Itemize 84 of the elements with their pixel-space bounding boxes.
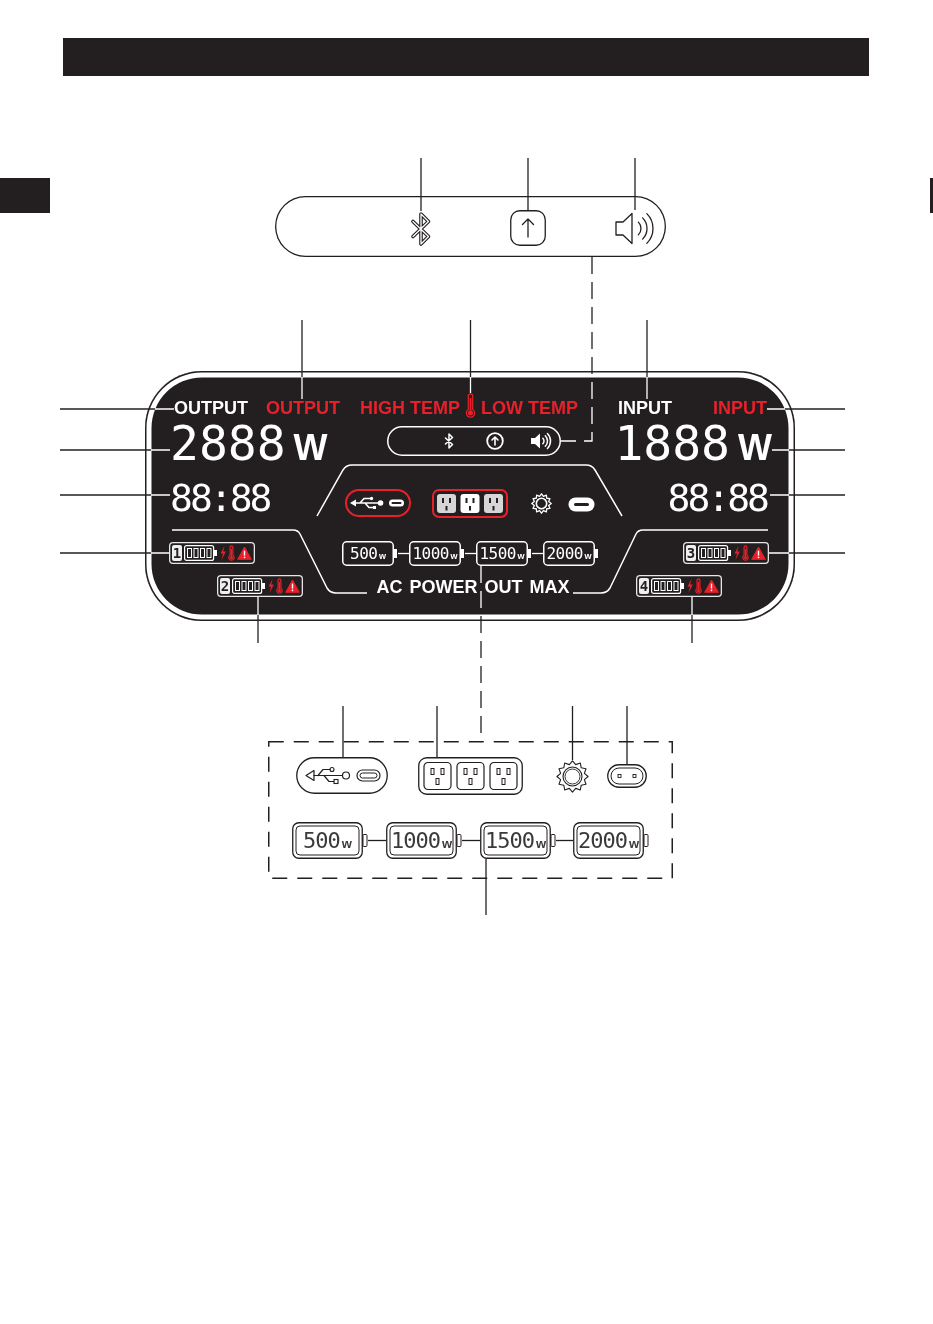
power-level-battery xyxy=(292,822,368,859)
power-level-battery xyxy=(480,822,556,859)
power-unit: w xyxy=(341,836,352,850)
output-label: OUTPUT xyxy=(266,399,340,417)
detail-box xyxy=(268,741,673,879)
connector-line xyxy=(464,552,477,555)
time-digits: 88:88 xyxy=(170,479,273,517)
leader-line xyxy=(626,705,628,765)
input-label: INPUT xyxy=(618,399,672,417)
power-unit: w xyxy=(441,836,453,850)
usb-ports-icon xyxy=(296,757,388,794)
power-value: 1500 xyxy=(479,545,517,562)
power-unit: w xyxy=(628,836,640,850)
leader-line xyxy=(420,157,422,212)
status-icon-bar xyxy=(387,426,561,456)
leader-line xyxy=(301,319,303,400)
power-unit: w xyxy=(378,551,386,561)
leader-line xyxy=(769,494,846,496)
indicator-number: 4 xyxy=(639,578,649,594)
connector-line xyxy=(367,839,387,842)
lcd-display xyxy=(145,371,795,621)
power-value: 1000 xyxy=(412,545,450,562)
watt-digits: 1888 xyxy=(614,419,730,467)
high-temp-label: HIGH TEMP xyxy=(360,399,460,417)
power-level-battery xyxy=(342,541,398,566)
power-value: 500 xyxy=(303,829,341,852)
leader-line xyxy=(59,449,171,451)
power-unit: w xyxy=(535,836,547,850)
low-temp-label: LOW TEMP xyxy=(481,399,578,417)
power-level-battery xyxy=(543,541,599,566)
ac-outlets-icon xyxy=(418,757,523,795)
battery-indicator xyxy=(683,542,769,564)
port-icon xyxy=(607,764,647,788)
indicator-number: 2 xyxy=(220,578,230,594)
leader-line xyxy=(771,449,846,451)
power-unit: w xyxy=(450,551,458,561)
leader-line xyxy=(59,408,175,410)
leader-line xyxy=(59,552,170,554)
power-value: 1500 xyxy=(484,829,535,852)
leader-line xyxy=(691,596,693,644)
leader-line xyxy=(469,319,472,394)
power-level-battery xyxy=(409,541,465,566)
time-digits: 88:88 xyxy=(667,479,770,517)
battery-indicator xyxy=(636,575,722,597)
leader-line xyxy=(571,705,574,761)
connector-line xyxy=(461,839,481,842)
power-value: 2000 xyxy=(577,829,628,852)
leader-line xyxy=(634,157,636,211)
power-unit: w xyxy=(517,551,525,561)
leader-line xyxy=(485,858,487,916)
leader-line xyxy=(768,552,846,554)
power-level-battery xyxy=(573,822,649,859)
dashed-connector-line xyxy=(560,256,593,442)
thermometer-icon xyxy=(465,393,476,418)
leader-line xyxy=(527,157,529,211)
power-unit: w xyxy=(584,551,592,561)
leader-line xyxy=(257,596,259,644)
indicator-number: 3 xyxy=(686,545,696,561)
sun-icon xyxy=(556,760,589,793)
connector-line xyxy=(397,552,410,555)
leader-line xyxy=(342,705,344,758)
output-label: OUTPUT xyxy=(174,399,248,417)
bluetooth-icon xyxy=(409,211,433,247)
power-level-battery xyxy=(476,541,532,566)
watt-unit: W xyxy=(293,430,328,466)
leader-line xyxy=(766,408,846,410)
watt-unit: W xyxy=(738,430,772,466)
leader-line xyxy=(436,705,438,758)
power-value: 2000 xyxy=(546,545,584,562)
connector-line xyxy=(531,552,544,555)
input-label: INPUT xyxy=(713,399,767,417)
power-level-battery xyxy=(386,822,462,859)
ac-power-label: AC POWER OUT MAX xyxy=(376,578,570,596)
power-value: 500 xyxy=(350,545,378,562)
power-value: 1000 xyxy=(390,829,441,852)
indicator-number: 1 xyxy=(172,545,182,561)
button-panel xyxy=(275,196,666,257)
battery-indicator xyxy=(169,542,255,564)
speaker-icon xyxy=(615,210,655,247)
leader-line xyxy=(646,319,648,400)
connector-line xyxy=(555,839,574,842)
battery-indicator xyxy=(217,575,303,597)
watt-digits: 2888 xyxy=(170,419,286,467)
leader-line xyxy=(59,494,171,496)
